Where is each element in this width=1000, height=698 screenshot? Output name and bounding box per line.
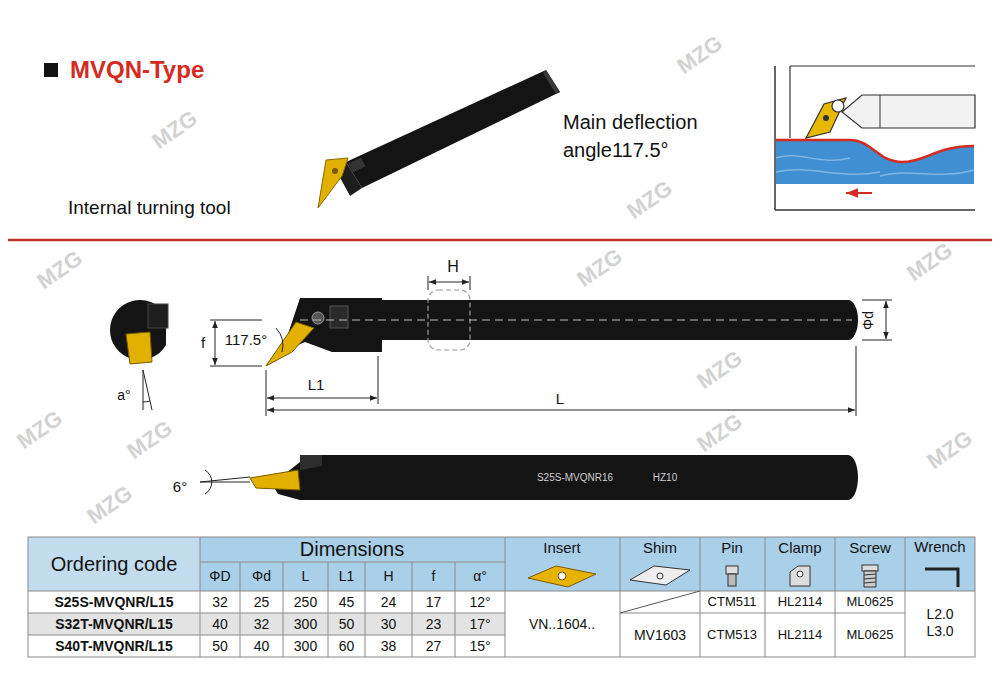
caption-note: Main deflection angle117.5° <box>563 108 738 164</box>
table-cell: 17° <box>460 616 500 633</box>
watermark: MZG <box>143 102 207 158</box>
table-cell: MV1603 <box>622 627 698 644</box>
table-cell: S25S-MVQNR/L15 <box>30 594 198 611</box>
table-cell: 15° <box>460 638 500 655</box>
side-view <box>210 276 892 416</box>
end-view <box>110 300 168 410</box>
table-cell: 50 <box>327 616 367 633</box>
table-cell: 300 <box>286 638 326 655</box>
dimension-label: a° <box>109 387 139 404</box>
watermark: MZG <box>898 234 962 290</box>
caption-note: Internal turning tool <box>68 197 308 220</box>
table-cell: 40 <box>242 638 282 655</box>
table-cell: HL2114 <box>766 594 834 610</box>
table-cell: 24 <box>369 594 409 611</box>
watermark: MZG <box>688 405 752 461</box>
table-cell: L <box>285 568 327 585</box>
table-cell: Screw <box>836 539 904 557</box>
table-cell: 250 <box>286 594 326 611</box>
spec-table <box>28 537 975 657</box>
table-cell: CTM513 <box>700 627 764 643</box>
dimension-label: H <box>438 257 468 276</box>
dimension-label: Φd <box>860 300 877 340</box>
table-cell: α° <box>457 568 503 585</box>
watermark: MZG <box>668 27 732 83</box>
table-cell: Φd <box>242 568 282 585</box>
watermark: MZG <box>688 342 752 398</box>
table-cell: S40T-MVQNR/L15 <box>30 638 198 655</box>
bottom-view <box>200 455 858 500</box>
table-cell: Pin <box>701 539 763 557</box>
watermark: MZG <box>8 402 72 458</box>
table-cell: L1 <box>329 568 365 585</box>
table-cell: Ordering code <box>30 552 198 576</box>
table-cell: CTM511 <box>700 594 764 610</box>
watermark: MZG <box>618 172 682 228</box>
table-cell: 50 <box>200 638 240 655</box>
watermark: MZG <box>78 477 142 533</box>
table-cell: 25 <box>242 594 282 611</box>
table-cell: L2.0 L3.0 <box>920 606 960 640</box>
table-cell: 17 <box>414 594 454 611</box>
separator-line <box>8 239 992 242</box>
dimension-label: 117.5° <box>216 331 276 349</box>
table-cell: 23 <box>414 616 454 633</box>
table-cell: Wrench <box>906 538 974 556</box>
table-cell: 27 <box>414 638 454 655</box>
table-cell: 30 <box>369 616 409 633</box>
table-cell: Shim <box>622 539 698 557</box>
table-cell: 38 <box>369 638 409 655</box>
watermark: MZG <box>118 412 182 468</box>
table-cell: HL2114 <box>766 627 834 643</box>
table-cell: 12° <box>460 594 500 611</box>
table-cell: 300 <box>286 616 326 633</box>
table-cell: 32 <box>200 594 240 611</box>
table-cell: Dimensions <box>252 537 452 561</box>
watermark: MZG <box>568 240 632 296</box>
watermark: MZG <box>28 242 92 298</box>
table-cell: H <box>367 568 411 585</box>
tool-photo <box>318 70 560 208</box>
dimension-label: f <box>195 334 211 352</box>
engraved-text: S25S-MVQNR16 <box>515 472 635 484</box>
table-cell: 60 <box>327 638 367 655</box>
table-cell: Insert <box>507 539 617 557</box>
dimension-label: L1 <box>301 376 331 394</box>
title-bullet <box>44 63 58 77</box>
dimension-label: 6° <box>165 478 195 496</box>
table-cell: VN..1604.. <box>507 616 617 633</box>
table-cell: ML0625 <box>836 594 904 610</box>
table-cell: 40 <box>200 616 240 633</box>
table-cell: f <box>414 568 454 585</box>
table-cell: S32T-MVQNR/L15 <box>30 616 198 633</box>
table-cell: 32 <box>242 616 282 633</box>
engraved-text: HZ10 <box>645 472 685 484</box>
watermark: MZG <box>918 422 982 478</box>
table-cell: Clamp <box>766 539 834 557</box>
dimension-label: L <box>548 390 572 408</box>
table-cell: ΦD <box>201 568 239 585</box>
table-cell: 45 <box>327 594 367 611</box>
table-cell: ML0625 <box>836 627 904 643</box>
machining-sketch <box>775 66 975 210</box>
title: MVQN-Type <box>70 56 330 85</box>
